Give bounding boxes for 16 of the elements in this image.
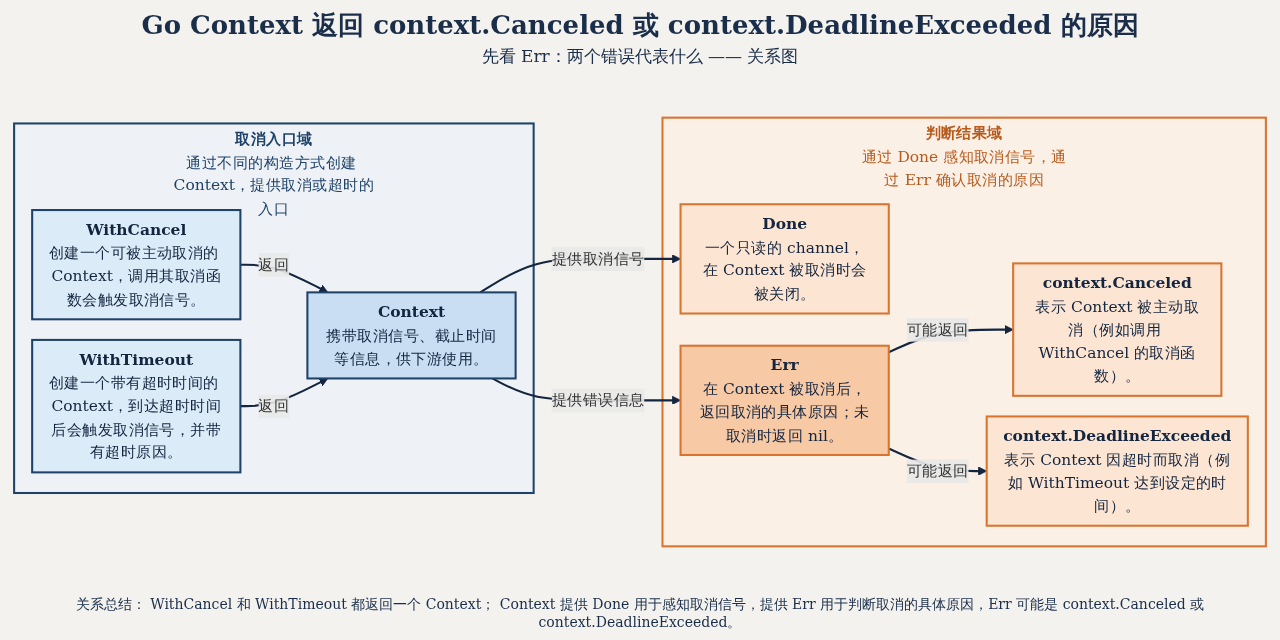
edge-label: 提供取消信号: [551, 249, 645, 268]
edge-label: 可能返回: [906, 461, 969, 481]
node-box: context.Canceled 表示 Context 被主动取消（例如调用 WithCancel 的取消函数）。: [1012, 262, 1223, 397]
edge-label: 提供错误信息: [551, 390, 645, 410]
caption: 关系总结： WithCancel 和 WithTimeout 都返回一个 Context； Context 提供 Done 用于感知取消信号，提供 Err 用于判断取消的具体原因，Err 可能是 context.Canceled 或 context.DeadlineExceeded。: [74, 596, 1206, 632]
edge-label: 返回: [258, 255, 290, 274]
node-box: WithCancel 创建一个可被主动取消的 Context，调用其取消函数会触发取消信号。: [31, 209, 242, 321]
node-box: Err 在 Context 被取消后，返回取消的具体原因；未取消时返回 nil。: [679, 344, 890, 456]
edge-label: 返回: [258, 396, 290, 416]
node-box: Done 一个只读的 channel，在 Context 被取消时会被关闭。: [679, 203, 890, 315]
node-box: context.DeadlineExceeded 表示 Context 因超时而取消（例如 WithTimeout 达到设定的时间）。: [985, 415, 1249, 527]
subtitle: 先看 Err：两个错误代表什么 —— 关系图: [481, 45, 799, 68]
node-box: WithTimeout 创建一个带有超时时间的 Context，到达超时时间后会触发取消信号，并带有超时原因。: [31, 338, 242, 474]
node-box: Context 携带取消信号、截止时间等信息，供下游使用。: [306, 291, 517, 380]
title: Go Context 返回 context.Canceled 或 context.DeadlineExceeded 的原因: [141, 9, 1139, 42]
edge-label: 可能返回: [906, 320, 969, 339]
